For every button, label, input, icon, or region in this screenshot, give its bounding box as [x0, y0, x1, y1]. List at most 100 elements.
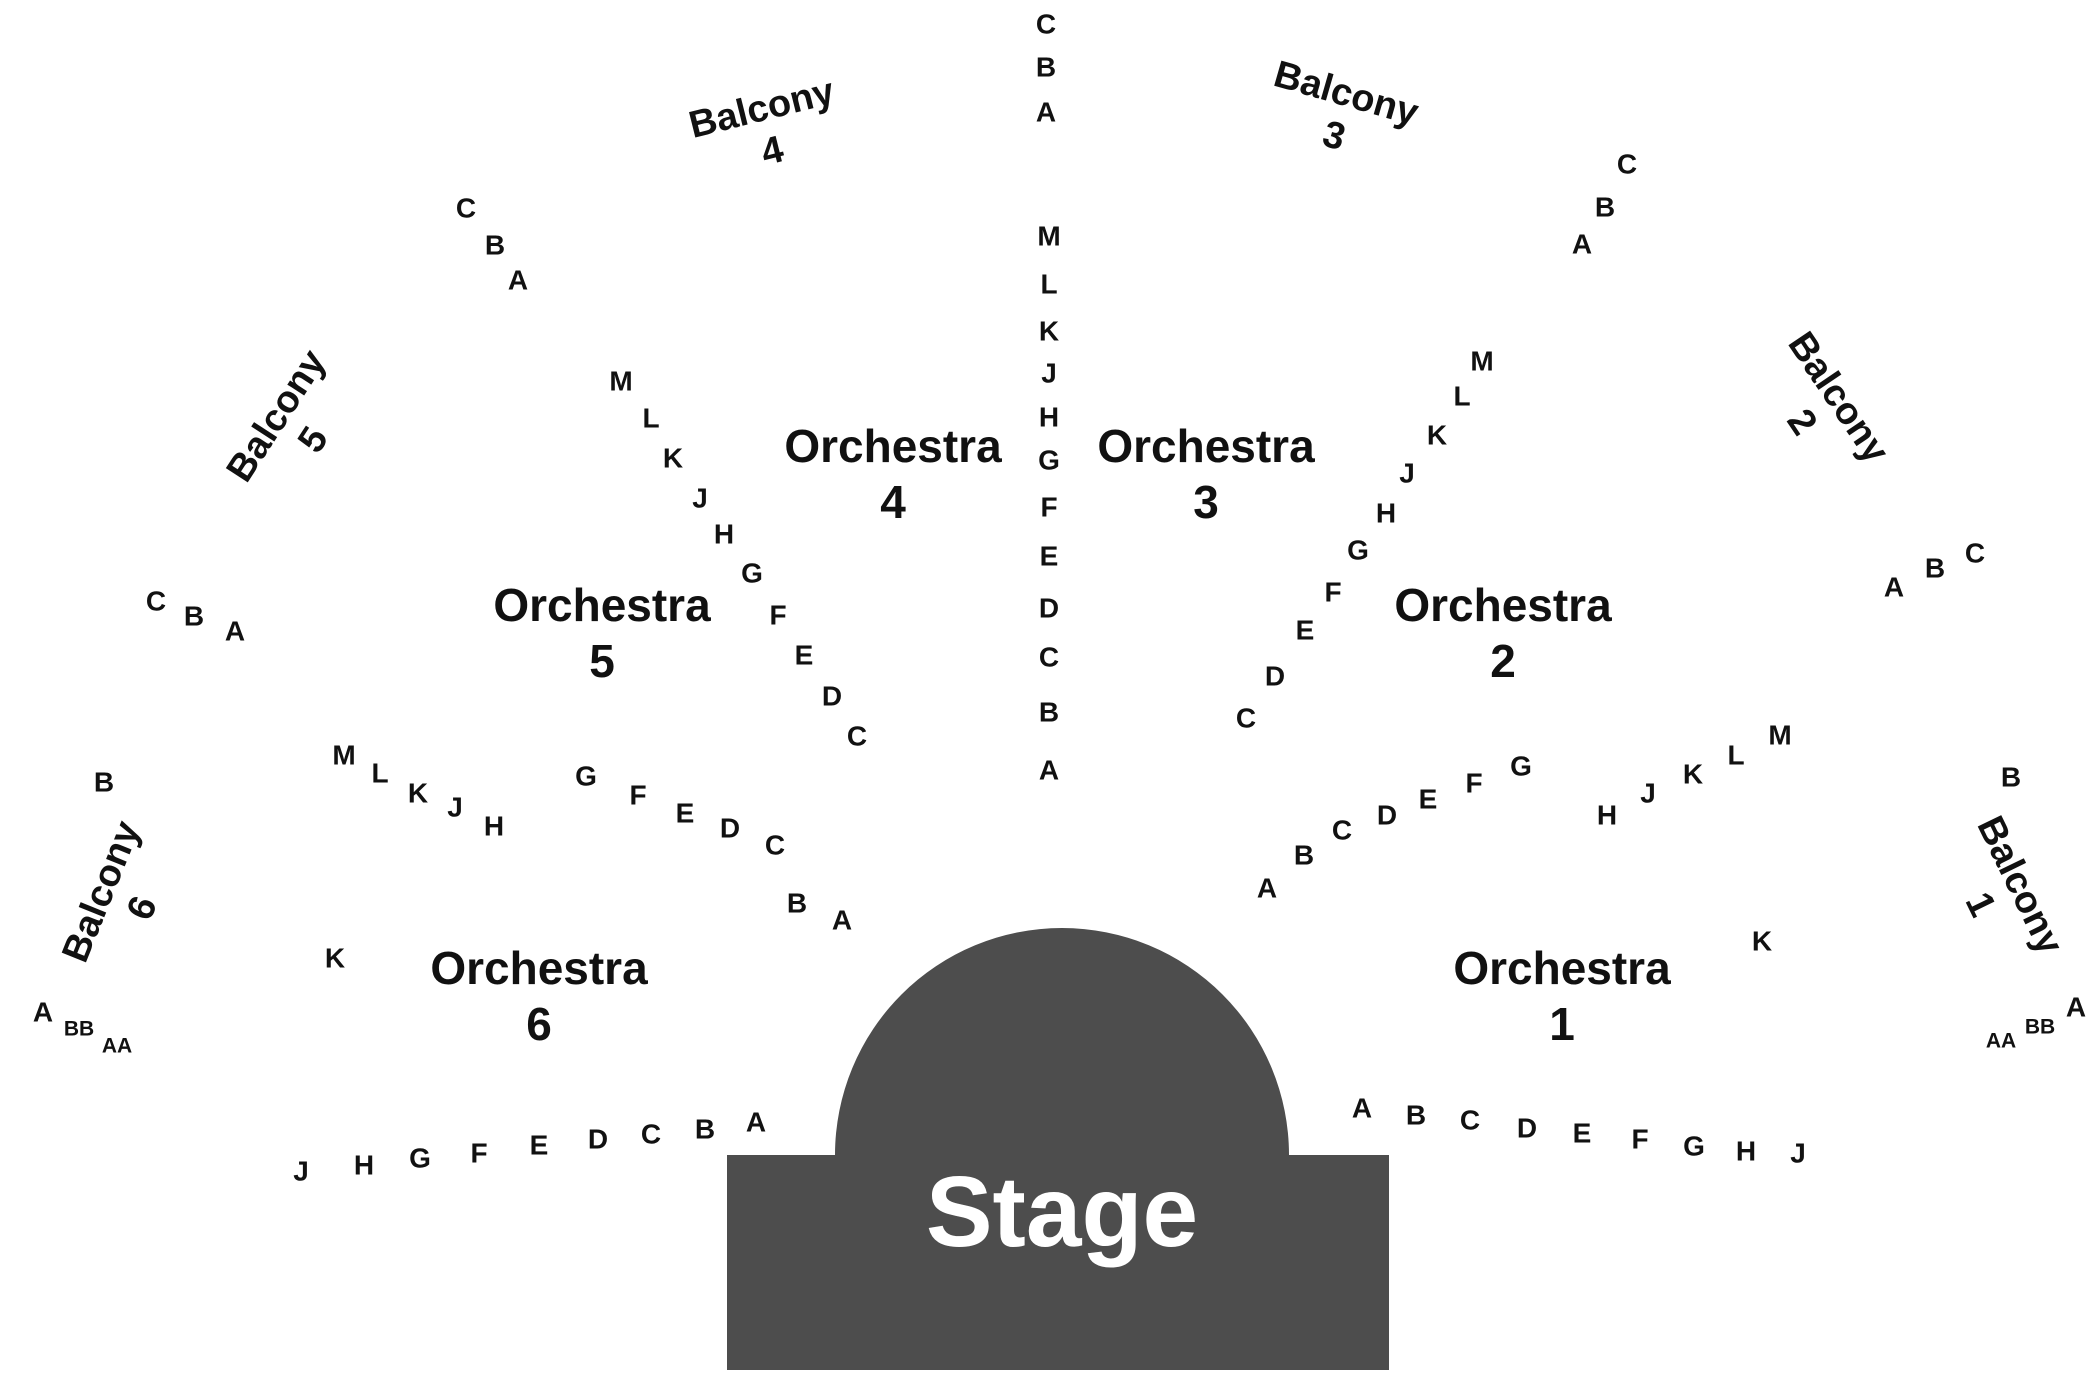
- row-label[interactable]: D: [1265, 660, 1285, 691]
- row-label[interactable]: G: [1683, 1130, 1705, 1161]
- row-label[interactable]: B: [184, 600, 204, 631]
- row-label[interactable]: B: [485, 229, 505, 260]
- row-label[interactable]: M: [609, 365, 632, 396]
- row-label[interactable]: H: [484, 810, 504, 841]
- row-label[interactable]: K: [408, 777, 428, 808]
- row-label[interactable]: K: [1752, 925, 1772, 956]
- row-label[interactable]: J: [692, 482, 708, 513]
- row-label[interactable]: M: [1768, 719, 1791, 750]
- row-label[interactable]: D: [1039, 592, 1059, 623]
- row-label[interactable]: E: [1419, 783, 1438, 814]
- row-label[interactable]: J: [447, 791, 463, 822]
- row-label[interactable]: C: [1617, 148, 1637, 179]
- row-label[interactable]: C: [1236, 702, 1256, 733]
- row-label[interactable]: D: [720, 812, 740, 843]
- row-label[interactable]: B: [1036, 51, 1056, 82]
- row-label[interactable]: A: [1884, 571, 1904, 602]
- row-label[interactable]: A: [225, 615, 245, 646]
- row-label[interactable]: A: [1036, 96, 1056, 127]
- row-label[interactable]: BB: [2025, 1016, 2055, 1039]
- row-label[interactable]: A: [33, 996, 53, 1027]
- row-label[interactable]: G: [575, 760, 597, 791]
- row-label[interactable]: B: [94, 766, 114, 797]
- row-label[interactable]: L: [371, 757, 388, 788]
- row-label[interactable]: H: [714, 518, 734, 549]
- row-label[interactable]: C: [146, 585, 166, 616]
- row-label[interactable]: J: [1399, 457, 1415, 488]
- row-label[interactable]: G: [1510, 750, 1532, 781]
- row-label[interactable]: B: [1925, 552, 1945, 583]
- row-label[interactable]: K: [1039, 315, 1059, 346]
- row-label[interactable]: F: [769, 599, 786, 630]
- row-label[interactable]: L: [1727, 739, 1744, 770]
- row-label[interactable]: C: [456, 192, 476, 223]
- row-label[interactable]: H: [1039, 401, 1059, 432]
- row-label[interactable]: F: [470, 1137, 487, 1168]
- row-label[interactable]: C: [1036, 8, 1056, 39]
- row-label[interactable]: G: [409, 1142, 431, 1173]
- row-label[interactable]: B: [1039, 696, 1059, 727]
- row-label[interactable]: E: [676, 797, 695, 828]
- row-label[interactable]: BB: [64, 1018, 94, 1041]
- row-label[interactable]: F: [1465, 767, 1482, 798]
- row-label[interactable]: B: [1406, 1099, 1426, 1130]
- row-label[interactable]: C: [641, 1118, 661, 1149]
- row-label[interactable]: M: [1470, 345, 1493, 376]
- row-label[interactable]: C: [1332, 814, 1352, 845]
- row-label[interactable]: AA: [102, 1035, 132, 1058]
- row-label[interactable]: H: [354, 1149, 374, 1180]
- row-label[interactable]: F: [1040, 491, 1057, 522]
- row-label[interactable]: L: [642, 402, 659, 433]
- row-label[interactable]: H: [1736, 1135, 1756, 1166]
- row-label[interactable]: M: [1037, 220, 1060, 251]
- row-label[interactable]: B: [787, 887, 807, 918]
- row-label[interactable]: F: [1324, 576, 1341, 607]
- row-label[interactable]: C: [765, 829, 785, 860]
- row-label[interactable]: A: [2066, 991, 2086, 1022]
- row-label[interactable]: K: [1683, 758, 1703, 789]
- row-label[interactable]: B: [2001, 761, 2021, 792]
- row-label[interactable]: J: [1041, 357, 1057, 388]
- row-label[interactable]: C: [1039, 641, 1059, 672]
- row-label[interactable]: D: [822, 680, 842, 711]
- row-label[interactable]: C: [1460, 1104, 1480, 1135]
- row-label[interactable]: G: [1038, 444, 1060, 475]
- row-label[interactable]: D: [588, 1123, 608, 1154]
- row-label[interactable]: B: [1294, 839, 1314, 870]
- row-label[interactable]: K: [325, 942, 345, 973]
- row-label[interactable]: C: [847, 720, 867, 751]
- row-label[interactable]: J: [1790, 1137, 1806, 1168]
- row-label[interactable]: A: [1572, 228, 1592, 259]
- row-label[interactable]: A: [1257, 872, 1277, 903]
- stage[interactable]: Stage: [727, 928, 1389, 1370]
- row-label[interactable]: AA: [1986, 1030, 2016, 1053]
- row-label[interactable]: E: [1040, 540, 1059, 571]
- row-label[interactable]: L: [1453, 380, 1470, 411]
- row-label[interactable]: D: [1377, 799, 1397, 830]
- row-label[interactable]: E: [795, 639, 814, 670]
- row-label[interactable]: E: [1573, 1117, 1592, 1148]
- row-label[interactable]: J: [1640, 777, 1656, 808]
- row-label[interactable]: E: [1296, 614, 1315, 645]
- row-label[interactable]: G: [1347, 534, 1369, 565]
- row-label[interactable]: A: [746, 1106, 766, 1137]
- row-label[interactable]: C: [1965, 537, 1985, 568]
- stage-shape[interactable]: [727, 928, 1389, 1370]
- row-label[interactable]: H: [1597, 799, 1617, 830]
- row-label[interactable]: G: [741, 557, 763, 588]
- row-label[interactable]: M: [332, 739, 355, 770]
- row-label[interactable]: E: [530, 1129, 549, 1160]
- row-label[interactable]: F: [1631, 1123, 1648, 1154]
